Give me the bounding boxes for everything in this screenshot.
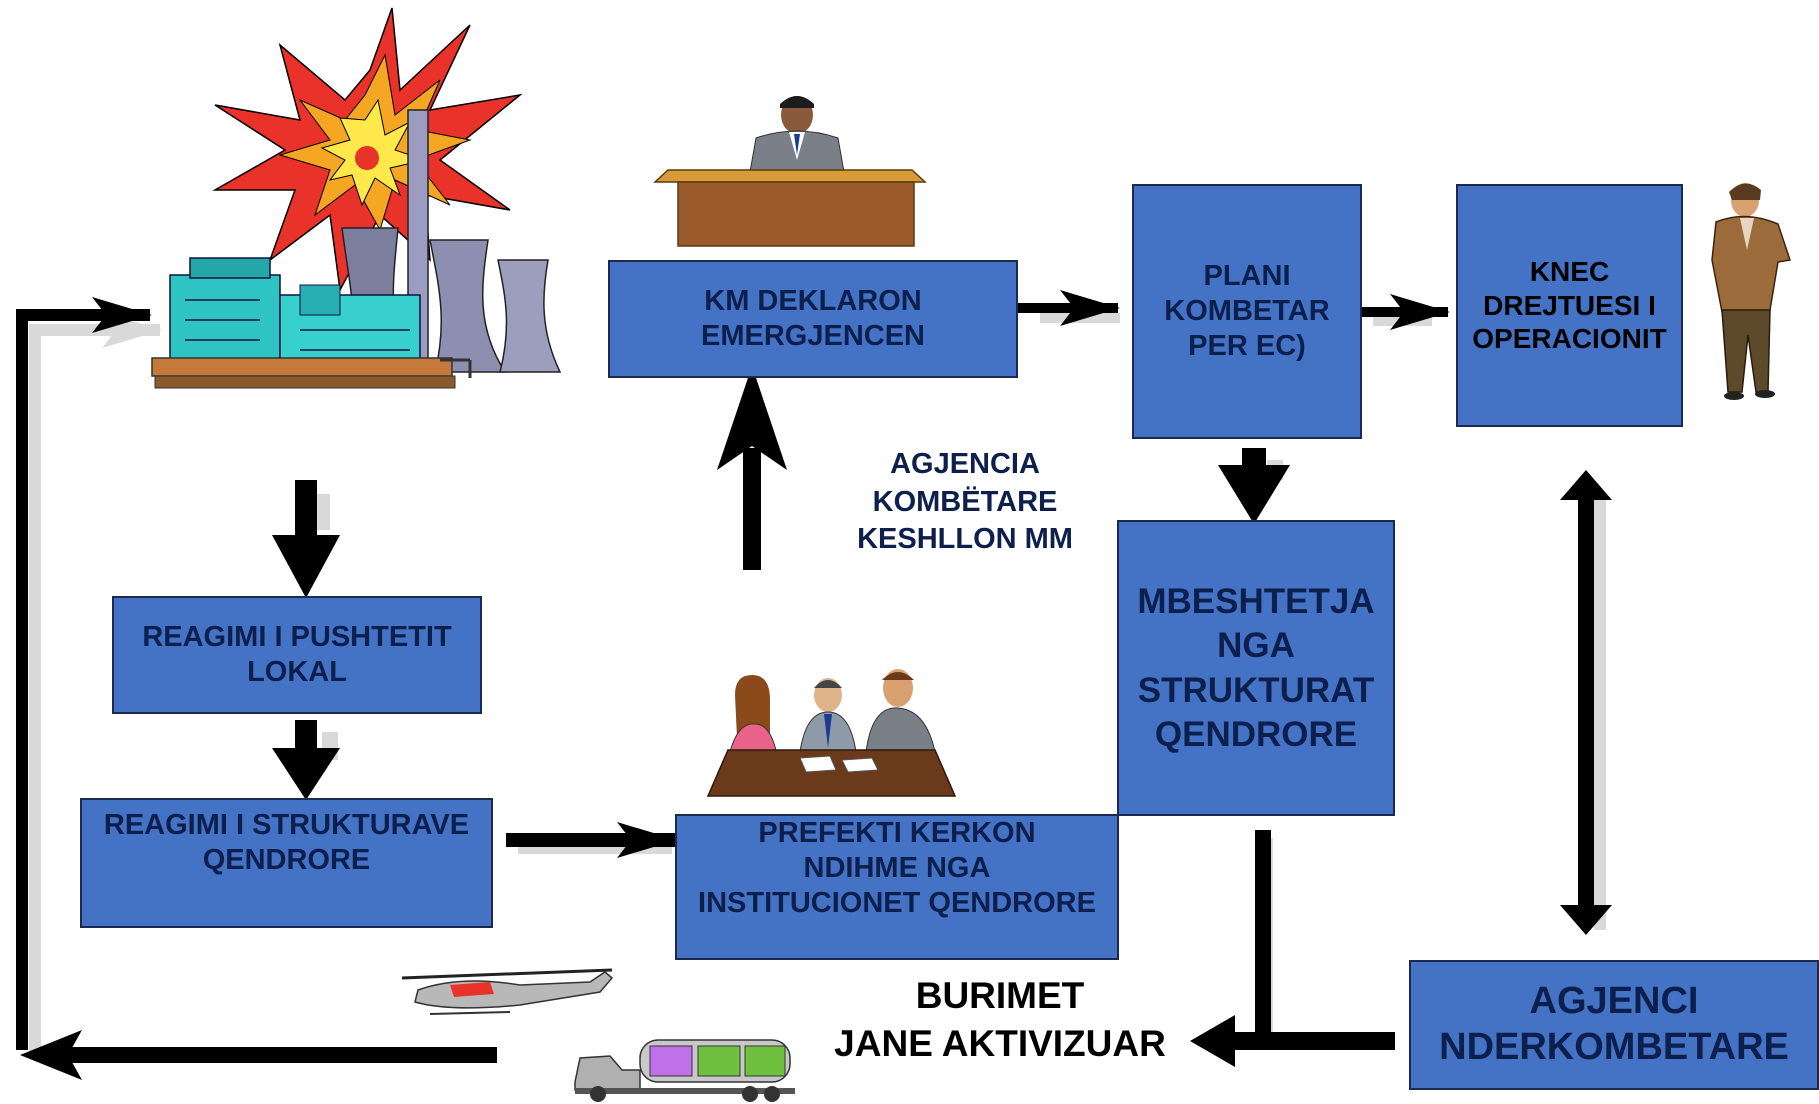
tanker-truck-icon: [574, 1039, 795, 1102]
strukturave-line-1: REAGIMI I STRUKTURAVE: [103, 809, 470, 841]
agjencia-kombetare-label: AGJENCIA KOMBËTARE KESHLLON MM: [830, 446, 1100, 559]
plani-line-2: KOMBETAR: [1164, 295, 1330, 328]
lokal-line-2: LOKAL: [247, 656, 347, 688]
burimet-line-1: BURIMET: [915, 975, 1085, 1016]
prefekti-line-1: PREFEKTI KERKON: [758, 817, 1036, 849]
arrow-to-burimet: [1190, 830, 1395, 1067]
agjenci-line-1: AGJENCI: [1529, 980, 1699, 1023]
helicopter-icon: [401, 968, 614, 1015]
official-at-desk-icon: [653, 96, 927, 247]
prefekti-line-2: NDIHME NGA: [803, 851, 991, 884]
km-deklaron-box: KM DEKLARON EMERGJENCEN: [608, 260, 1018, 378]
mbeshtetja-line-1: MBESHTETJA: [1137, 582, 1375, 621]
prefekti-box: PREFEKTI KERKON NDIHME NGA INSTITUCIONET…: [675, 814, 1119, 960]
mbeshtetja-line-2: NGA: [1217, 626, 1295, 666]
up-arrow-km: [717, 366, 787, 570]
agjencia-line-3: KESHLLON MM: [857, 523, 1073, 556]
burimet-line-2: JANE AKTIVIZUAR: [834, 1023, 1166, 1065]
km-line-2: EMERGJENCEN: [701, 320, 925, 352]
plani-line-3: PER EC): [1188, 329, 1306, 362]
plani-line-1: PLANI: [1203, 260, 1291, 293]
agjencia-line-2: KOMBËTARE: [872, 485, 1058, 518]
bottom-left-arrowhead: [20, 1030, 82, 1080]
reagimi-lokal-box: REAGIMI I PUSHTETIT LOKAL: [112, 596, 482, 714]
strukturave-line-2: QENDRORE: [202, 843, 371, 876]
knec-line-2: DREJTUESI I: [1483, 289, 1656, 321]
power-plant-icon: [151, 109, 562, 389]
agjenci-nderkombetare-box: AGJENCI NDERKOMBETARE: [1409, 960, 1819, 1090]
agjenci-line-2: NDERKOMBETARE: [1439, 1026, 1789, 1068]
loop-line: [16, 297, 152, 1050]
down-arrow-plani: [1218, 448, 1290, 524]
knec-line-1: KNEC: [1529, 256, 1610, 288]
double-arrow-knec-agjenci: [1560, 470, 1612, 935]
knec-box: KNEC DREJTUESI I OPERACIONIT: [1456, 184, 1683, 427]
km-line-1: KM DEKLARON: [704, 285, 922, 318]
reagimi-strukturave-box: REAGIMI I STRUKTURAVE QENDRORE: [80, 798, 493, 928]
mbeshtetja-line-4: QENDRORE: [1154, 715, 1358, 755]
plani-kombetar-box: PLANI KOMBETAR PER EC): [1132, 184, 1362, 439]
lokal-line-1: REAGIMI I PUSHTETIT: [142, 621, 452, 654]
burimet-label: BURIMET JANE AKTIVIZUAR: [815, 972, 1185, 1068]
meeting-table-icon: [706, 669, 957, 797]
down-arrow-lokal: [272, 720, 340, 800]
mbeshtetja-line-3: STRUKTURAT: [1137, 670, 1375, 710]
down-arrow-plant: [272, 480, 340, 598]
agjencia-line-1: AGJENCIA: [890, 448, 1040, 480]
prefekti-line-3: INSTITUCIONET QENDRORE: [698, 886, 1096, 919]
mbeshtetja-box: MBESHTETJA NGA STRUKTURAT QENDRORE: [1117, 520, 1395, 816]
director-man-icon: [1711, 183, 1791, 400]
knec-line-3: OPERACIONIT: [1472, 323, 1667, 355]
